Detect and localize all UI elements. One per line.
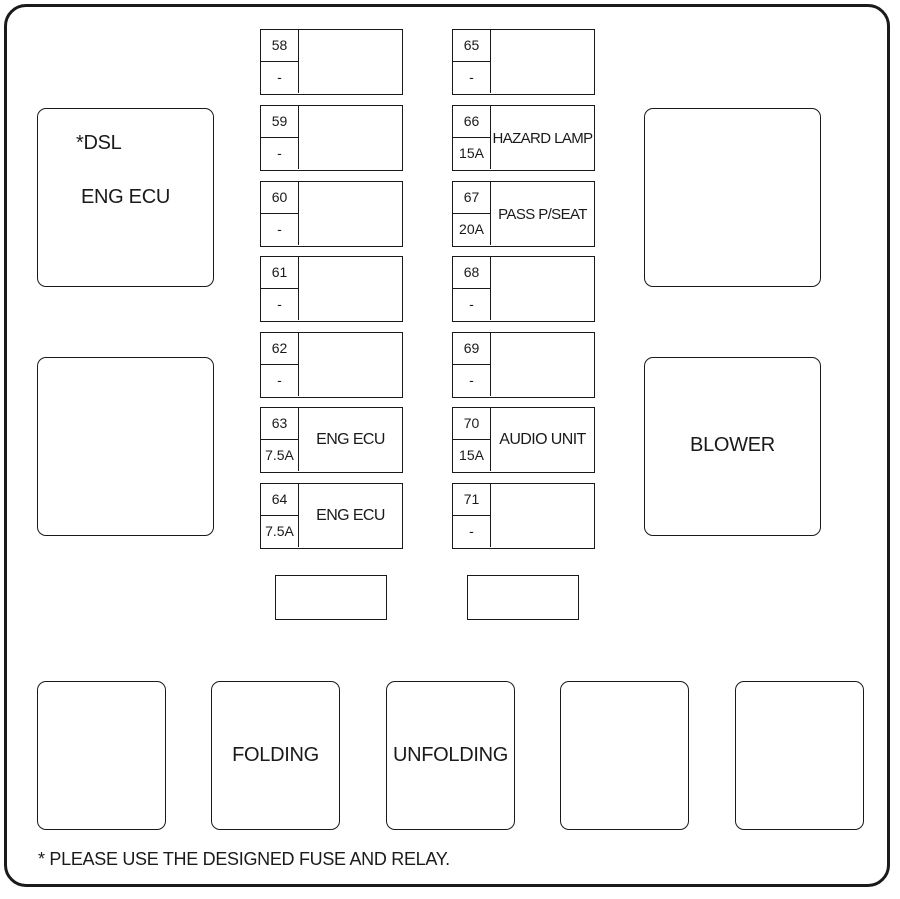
fuse-amperage: 15A (453, 440, 491, 471)
fuse-label: HAZARD LAMP (492, 129, 593, 147)
fuse-number: 70 (453, 408, 491, 440)
fuse-label: ENG ECU (316, 507, 385, 524)
relay-label: ENG ECU (80, 186, 171, 208)
fuse-amperage: - (453, 62, 491, 93)
relay-top-left: *DSL ENG ECU (37, 108, 214, 287)
fuse-label: ENG ECU (316, 431, 385, 448)
fuse-amperage: - (261, 138, 299, 169)
fuse-60: 60 - (260, 181, 403, 247)
fuse-amperage: - (453, 365, 491, 396)
fuse-amperage: - (261, 365, 299, 396)
fuse-number: 63 (261, 408, 299, 440)
fuse-number: 65 (453, 30, 491, 62)
fuse-number: 61 (261, 257, 299, 289)
footnote: * PLEASE USE THE DESIGNED FUSE AND RELAY… (38, 849, 450, 869)
fuse-number: 68 (453, 257, 491, 289)
relay-label: BLOWER (690, 434, 775, 456)
relay-blower: BLOWER (644, 357, 821, 536)
fuse-amperage: 20A (453, 214, 491, 245)
fuse-label: PASS P/SEAT (498, 205, 587, 223)
fuse-label (491, 484, 594, 548)
fuse-label: AUDIO UNIT (499, 431, 586, 448)
fuse-70: 70 15A AUDIO UNIT (452, 407, 595, 473)
fuse-62: 62 - (260, 332, 403, 398)
fuse-amperage: - (453, 289, 491, 320)
fuse-66: 66 15A HAZARD LAMP (452, 105, 595, 171)
fuse-label (299, 182, 402, 246)
fuse-68: 68 - (452, 256, 595, 322)
fuse-number: 71 (453, 484, 491, 516)
fuse-number: 62 (261, 333, 299, 365)
relay-bottom-5 (735, 681, 864, 830)
relay-bottom-4 (560, 681, 689, 830)
relay-marker: *DSL (76, 132, 122, 154)
fuse-71: 71 - (452, 483, 595, 549)
fuse-label (491, 257, 594, 321)
relay-folding: FOLDING (211, 681, 340, 830)
relay-unfolding: UNFOLDING (386, 681, 515, 830)
fuse-label (299, 333, 402, 397)
fuse-label (299, 106, 402, 170)
fuse-label (491, 333, 594, 397)
relay-mid-left (37, 357, 214, 536)
relay-label: FOLDING (232, 744, 319, 766)
spare-fuse-slot-right (467, 575, 579, 620)
fuse-number: 67 (453, 182, 491, 214)
fuse-amperage: - (261, 62, 299, 93)
fuse-61: 61 - (260, 256, 403, 322)
relay-label: UNFOLDING (392, 744, 509, 766)
fuse-number: 66 (453, 106, 491, 138)
fuse-number: 64 (261, 484, 299, 516)
fuse-label (299, 30, 402, 94)
fuse-number: 60 (261, 182, 299, 214)
fuse-59: 59 - (260, 105, 403, 171)
fuse-65: 65 - (452, 29, 595, 95)
fuse-amperage: - (453, 516, 491, 547)
fuse-amperage: - (261, 214, 299, 245)
fuse-58: 58 - (260, 29, 403, 95)
fuse-64: 64 7.5A ENG ECU (260, 483, 403, 549)
spare-fuse-slot-left (275, 575, 387, 620)
fuse-67: 67 20A PASS P/SEAT (452, 181, 595, 247)
fuse-number: 59 (261, 106, 299, 138)
fuse-label (299, 257, 402, 321)
relay-top-right (644, 108, 821, 287)
fuse-69: 69 - (452, 332, 595, 398)
fuse-box-panel (4, 4, 890, 887)
fuse-number: 58 (261, 30, 299, 62)
fuse-amperage: 7.5A (261, 516, 299, 547)
fuse-amperage: - (261, 289, 299, 320)
relay-bottom-1 (37, 681, 166, 830)
fuse-number: 69 (453, 333, 491, 365)
fuse-63: 63 7.5A ENG ECU (260, 407, 403, 473)
fuse-amperage: 7.5A (261, 440, 299, 471)
fuse-amperage: 15A (453, 138, 491, 169)
fuse-label (491, 30, 594, 94)
